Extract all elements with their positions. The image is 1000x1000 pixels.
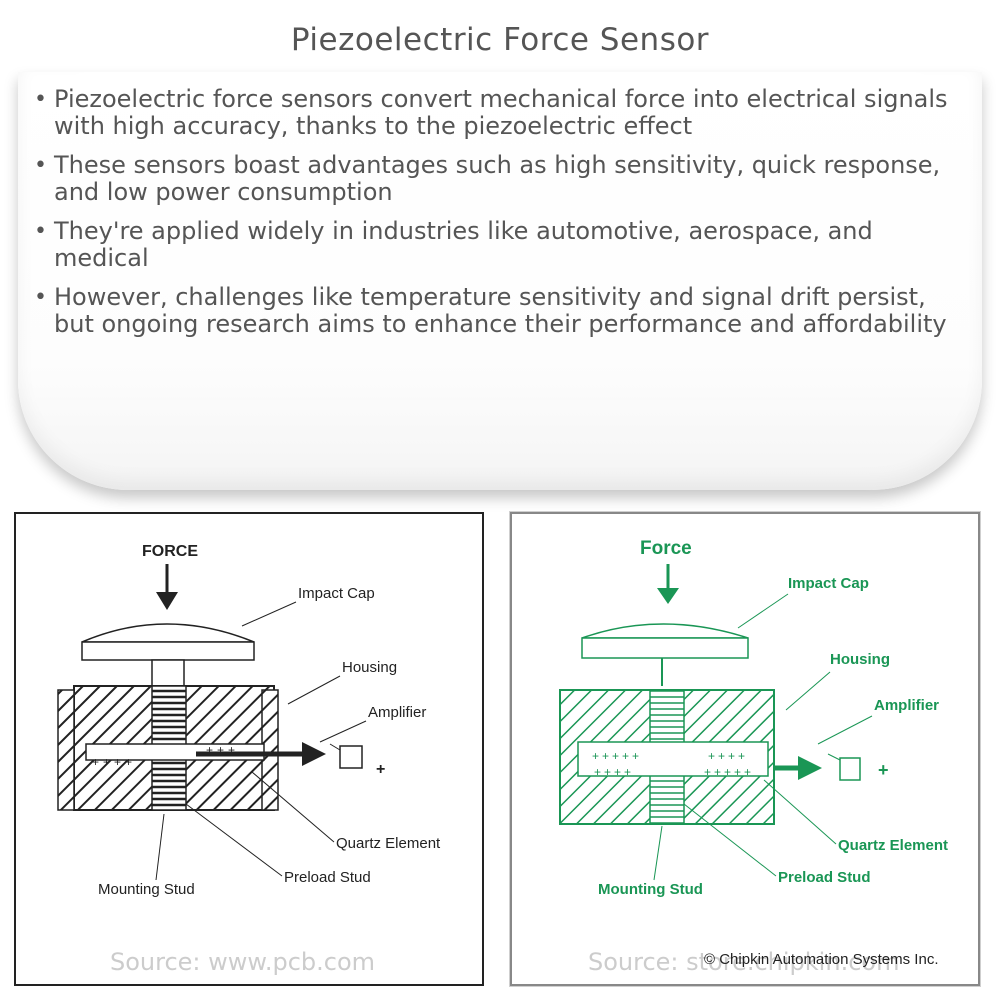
amplifier-leader <box>817 715 873 745</box>
amplifier-wire <box>827 753 841 761</box>
diagram-panel-right: Force Impact Cap +++++ ++++ ++++ +++++ H… <box>510 512 980 986</box>
copyright-notice: © Chipkin Automation Systems Inc. <box>704 951 939 968</box>
mounting-stud-leader <box>155 813 165 881</box>
quartz-element-label: Quartz Element <box>838 837 948 854</box>
quartz-element-label: Quartz Element <box>336 835 441 852</box>
housing-label: Housing <box>342 659 397 676</box>
charge-plus-left: ++++ <box>92 755 136 769</box>
charge-plus-top-right: ++++ <box>708 749 748 763</box>
amplifier-box <box>839 757 861 781</box>
amplifier-box <box>339 745 363 769</box>
impact-cap-base <box>81 641 255 661</box>
force-arrow-head <box>657 588 679 604</box>
preload-stud-label: Preload Stud <box>284 869 371 886</box>
plus-sign: + <box>376 761 385 778</box>
preload-stud-leader <box>683 803 777 877</box>
quartz-element-leader <box>251 771 335 843</box>
bullet-item: They're applied widely in industries lik… <box>34 218 964 272</box>
impact-cap-dome <box>581 623 749 639</box>
force-label: Force <box>640 538 692 559</box>
force-arrow-head <box>156 592 178 610</box>
quartz-element-band <box>577 741 769 777</box>
housing-leader <box>785 671 831 711</box>
impact-cap-base <box>581 637 749 659</box>
amplifier-label: Amplifier <box>368 704 426 721</box>
impact-cap-leader <box>241 601 297 627</box>
quartz-element-leader <box>763 779 837 845</box>
bullet-item: These sensors boast advantages such as h… <box>34 152 964 206</box>
impact-cap-label: Impact Cap <box>298 585 375 602</box>
output-arrow-head <box>302 742 326 766</box>
plus-sign: + <box>878 760 889 780</box>
charge-plus-bottom-right: +++++ <box>704 765 754 779</box>
bullet-list: Piezoelectric force sensors convert mech… <box>34 86 964 350</box>
impact-cap-leader <box>737 593 789 629</box>
bullet-item: However, challenges like temperature sen… <box>34 284 964 338</box>
charge-plus-bottom-left: ++++ <box>594 765 634 779</box>
mounting-stud-label: Mounting Stud <box>98 881 195 898</box>
mounting-stud-label: Mounting Stud <box>598 881 703 898</box>
preload-stud-leader <box>185 803 283 877</box>
output-arrow-head <box>798 756 822 780</box>
page-title: Piezoelectric Force Sensor <box>290 22 710 58</box>
mounting-stud-leader <box>653 825 663 881</box>
housing-label: Housing <box>830 651 890 668</box>
impact-cap-label: Impact Cap <box>788 575 869 592</box>
bullet-item: Piezoelectric force sensors convert mech… <box>34 86 964 140</box>
preload-stud-label: Preload Stud <box>778 869 871 886</box>
housing-leader <box>287 675 341 705</box>
amplifier-leader <box>319 720 367 743</box>
diagram-panel-left: FORCE Impact Cap Housing ++++ +++ <box>14 512 484 986</box>
amplifier-label: Amplifier <box>874 697 939 714</box>
housing-wall-left <box>57 689 75 811</box>
impact-cap-stem <box>151 659 185 687</box>
source-right: Source: store.chipkin.com <box>588 948 900 976</box>
sensor-diagram-right: Force Impact Cap +++++ ++++ ++++ +++++ H… <box>559 538 948 898</box>
impact-cap-dome <box>81 623 255 643</box>
sensor-diagram-left: FORCE Impact Cap Housing ++++ +++ <box>57 543 441 898</box>
charge-plus-top-left: +++++ <box>592 749 642 763</box>
amplifier-wire <box>329 743 341 751</box>
source-left: Source: www.pcb.com <box>110 948 376 976</box>
force-label: FORCE <box>142 543 198 560</box>
